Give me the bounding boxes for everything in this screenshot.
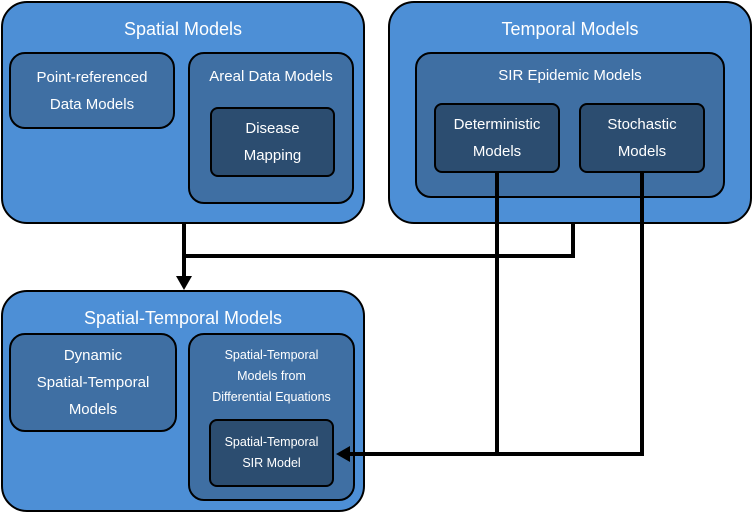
sir-arrow-head bbox=[336, 446, 350, 462]
areal-data-models-label: Areal Data Models bbox=[209, 68, 333, 85]
stochastic-models-label: Stochastic Models bbox=[607, 116, 677, 160]
sir-epidemic-models-label: SIR Epidemic Models bbox=[498, 67, 642, 84]
spatial-temporal-sir-box: Spatial-Temporal SIR Model bbox=[209, 419, 334, 487]
dynamic-spatial-temporal-label: Dynamic Spatial-Temporal Models bbox=[36, 347, 150, 418]
point-referenced-box: Point-referenced Data Models bbox=[9, 52, 175, 129]
spatial-temporal-models-title: Spatial-Temporal Models bbox=[83, 308, 283, 328]
stochastic-down-line bbox=[346, 173, 644, 456]
disease-mapping-box: Disease Mapping bbox=[210, 107, 335, 177]
temporal-models-title: Temporal Models bbox=[501, 19, 639, 39]
temporal-merge-line bbox=[184, 224, 575, 258]
stochastic-models-box: Stochastic Models bbox=[579, 103, 705, 173]
point-referenced-label: Point-referenced Data Models bbox=[36, 68, 148, 113]
deterministic-models-label: Deterministic Models bbox=[453, 116, 541, 160]
merge-arrow-head bbox=[176, 276, 192, 290]
differential-equations-label: Spatial-Temporal Models from Differentia… bbox=[212, 348, 331, 404]
dynamic-spatial-temporal-box: Dynamic Spatial-Temporal Models bbox=[9, 333, 177, 432]
deterministic-models-box: Deterministic Models bbox=[434, 103, 560, 173]
spatial-temporal-sir-label: Spatial-Temporal SIR Model bbox=[224, 435, 319, 470]
disease-mapping-label: Disease Mapping bbox=[243, 120, 302, 164]
spatial-models-title: Spatial Models bbox=[123, 19, 243, 39]
